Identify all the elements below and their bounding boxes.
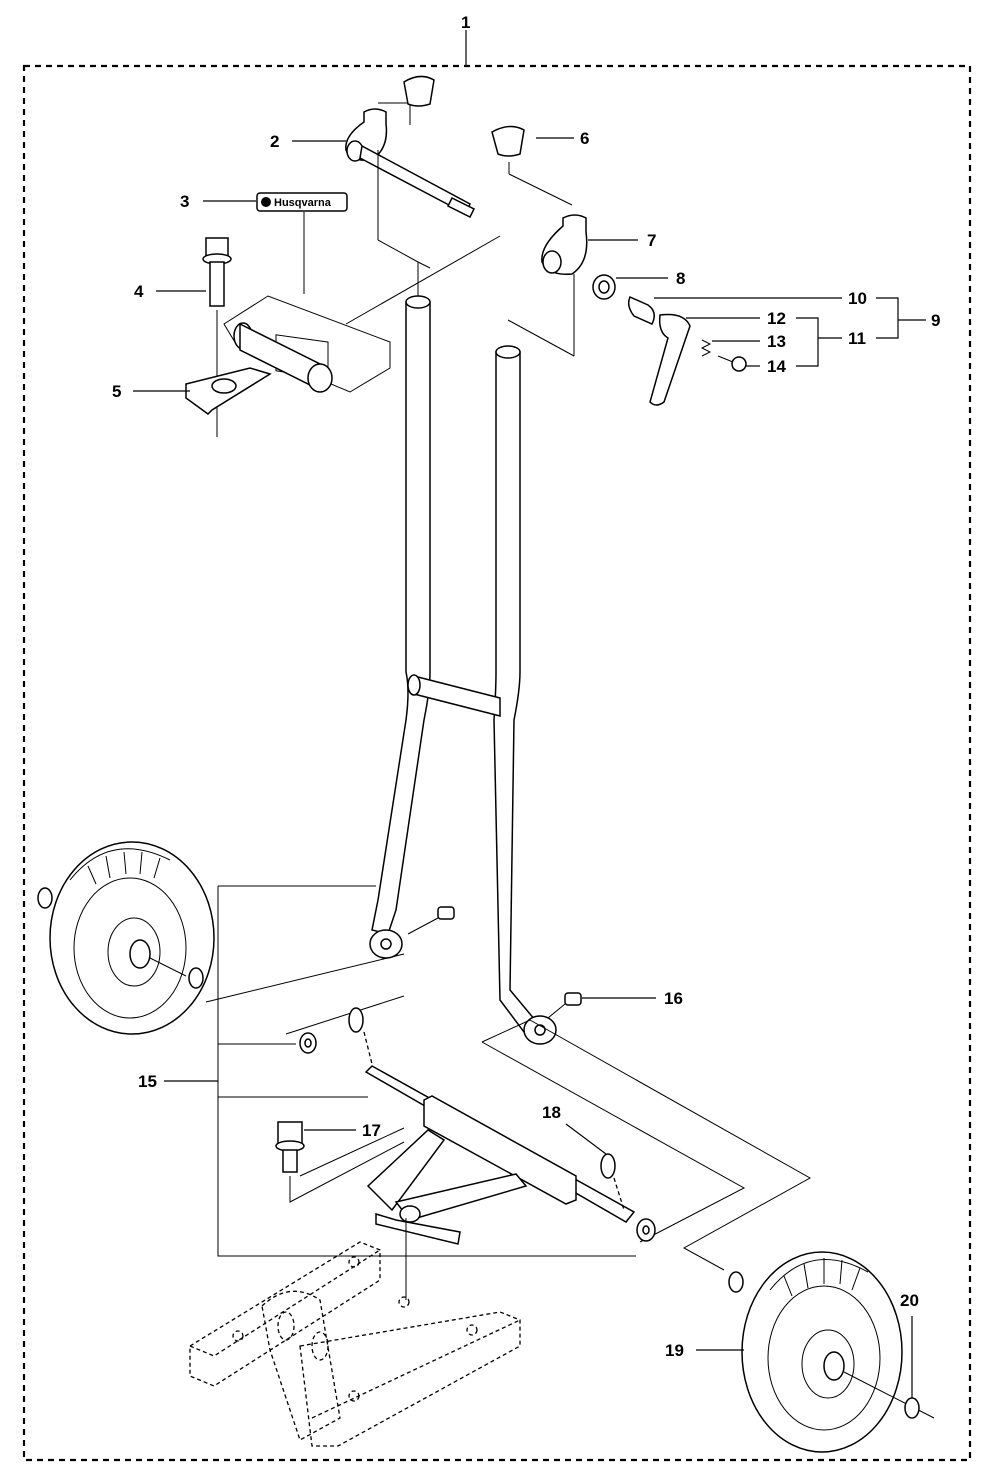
washer-wheel-right-inner (728, 1271, 744, 1293)
ring-pin-18 (600, 1153, 625, 1211)
husqvarna-logo: Husqvarna (256, 192, 348, 212)
washer-wheel-left-inner (188, 967, 204, 989)
callout-3: 3 (180, 192, 189, 211)
callout-7: 7 (647, 231, 656, 250)
handle-bracket-right (507, 214, 588, 357)
washer-wheel-left-outer (37, 887, 53, 909)
bolt-upper (407, 906, 455, 935)
saw-base-dashed (189, 1241, 521, 1447)
wheel-left (49, 841, 215, 1035)
callout-15: 15 (138, 1072, 157, 1091)
callout-4: 4 (134, 282, 144, 301)
callout-9: 9 (931, 311, 940, 330)
rubber-cap-left (403, 75, 435, 107)
callout-12: 12 (767, 309, 786, 328)
assembly-border (22, 64, 972, 1462)
handle-bracket-left (345, 102, 411, 162)
washer-axle-left (299, 1032, 317, 1054)
wheel-right-19 (741, 1251, 935, 1453)
callout-18: 18 (542, 1103, 561, 1122)
bolt-4 (202, 237, 232, 307)
rubber-cap-6 (491, 125, 525, 157)
callout-19: 19 (665, 1341, 684, 1360)
spring-13 (700, 339, 712, 357)
washer-20 (904, 1397, 920, 1419)
mounting-plate-5 (185, 322, 333, 415)
callout-13: 13 (767, 332, 786, 351)
callout-5: 5 (112, 382, 121, 401)
callout-1: 1 (461, 13, 470, 32)
callout-8: 8 (676, 269, 685, 288)
callout-10: 10 (848, 289, 867, 308)
callout-6: 6 (580, 129, 589, 148)
callout-2: 2 (270, 132, 279, 151)
callout-11: 11 (848, 329, 866, 348)
callout-17: 17 (362, 1121, 381, 1140)
axle-base (364, 1065, 636, 1245)
bolt-16 (547, 992, 582, 1019)
handle-shaft (359, 144, 476, 219)
logo-text: Husqvarna (274, 197, 332, 209)
locking-lever-12 (649, 313, 691, 406)
callout-14: 14 (767, 357, 786, 376)
screw-14 (717, 355, 747, 372)
callout-16: 16 (664, 989, 683, 1008)
bolt-17 (275, 1121, 305, 1173)
ring-pin-left (348, 1007, 373, 1065)
washer-axle-right (636, 1218, 656, 1242)
bushing-10 (627, 296, 655, 325)
cart-frame (369, 295, 557, 1045)
callout-20: 20 (900, 1291, 919, 1310)
washer-8 (592, 274, 616, 300)
